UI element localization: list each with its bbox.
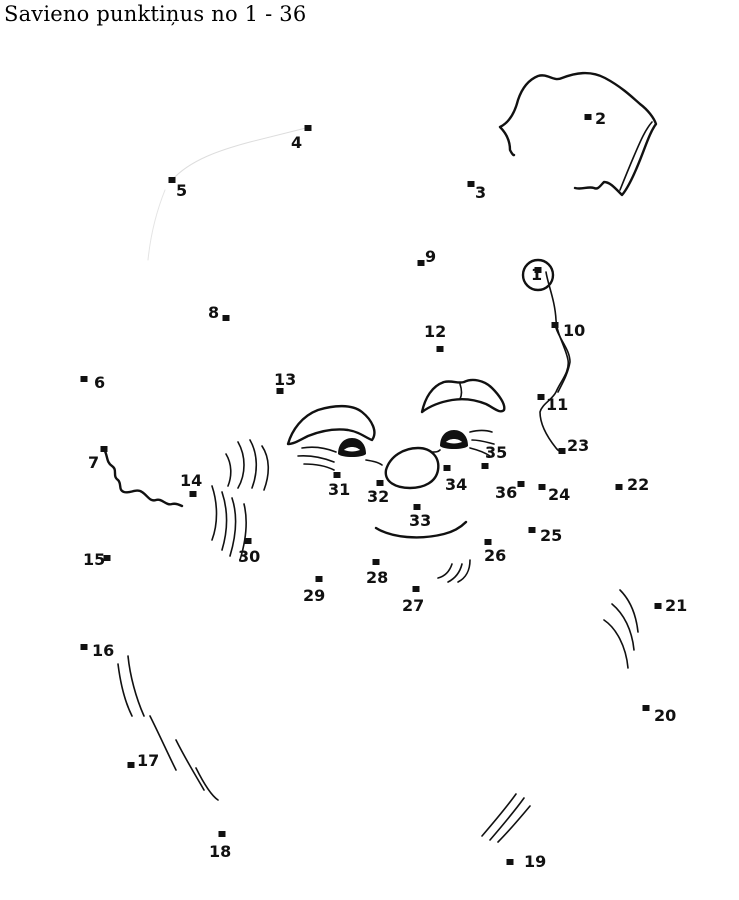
point-24-label: 24 (548, 485, 570, 504)
point-19-label: 19 (524, 852, 546, 871)
right-eyebrow-detail (459, 383, 463, 400)
beard-strokes-lower-left (117, 655, 219, 801)
point-32-dot (376, 480, 384, 486)
point-14-dot (189, 491, 197, 497)
point-32-label: 32 (367, 487, 389, 506)
point-25-label: 25 (540, 526, 562, 545)
numbered-points: 1234567891011121314151617181920212223242… (80, 109, 687, 871)
point-29-label: 29 (303, 586, 325, 605)
point-13-label: 13 (274, 370, 296, 389)
point-5-label: 5 (176, 181, 187, 200)
point-5-dot (168, 177, 176, 183)
point-31-label: 31 (328, 480, 350, 499)
point-24-dot (538, 484, 546, 490)
faint-guide-line-2 (147, 189, 166, 261)
point-8-dot (222, 315, 230, 321)
point-7-dot (100, 446, 108, 452)
point-11-label: 11 (546, 395, 568, 414)
point-14-label: 14 (180, 471, 202, 490)
point-9-label: 9 (425, 247, 436, 266)
point-28-label: 28 (366, 568, 388, 587)
worksheet-title: Savieno punktiņus no 1 - 36 (4, 2, 307, 26)
beard-strokes-left (211, 439, 270, 561)
point-23-dot (558, 448, 566, 454)
left-eye-highlight (344, 447, 360, 452)
point-3-label: 3 (475, 183, 486, 202)
mouth (374, 520, 468, 539)
point-27-dot (412, 586, 420, 592)
point-2-dot (584, 114, 592, 120)
point-30-label: 30 (238, 547, 260, 566)
point-18-dot (218, 831, 226, 837)
point-10-dot (551, 322, 559, 328)
point-15-dot (103, 555, 111, 561)
point-18-label: 18 (209, 842, 231, 861)
point-16-label: 16 (92, 641, 114, 660)
point-21-dot (654, 603, 662, 609)
point-8-label: 8 (208, 303, 219, 322)
beard-strokes-center (437, 559, 471, 583)
point-28-dot (372, 559, 380, 565)
point-4-dot (304, 125, 312, 131)
point-10-label: 10 (563, 321, 585, 340)
point-4-label: 4 (291, 133, 302, 152)
point-1-dot (534, 267, 542, 273)
point-34-dot (443, 465, 451, 471)
point-21-label: 21 (665, 596, 687, 615)
beard-strokes-right (603, 589, 639, 669)
faint-guide-line (171, 127, 307, 181)
point-23-label: 23 (567, 436, 589, 455)
hat-brim-curve-inner (555, 327, 571, 393)
point-19-dot (506, 859, 514, 865)
point-33-label: 33 (409, 511, 431, 530)
point-34-label: 34 (445, 475, 467, 494)
hat-pompom-outline (498, 71, 658, 197)
right-eyebrow (420, 378, 506, 414)
point-35-label: 35 (485, 443, 507, 462)
left-wavy-line (102, 447, 184, 508)
point-6-dot (80, 376, 88, 382)
beard-strokes-lower-right (481, 793, 531, 843)
point-30-dot (244, 538, 252, 544)
point-3-dot (467, 181, 475, 187)
point-1-label: 1 (531, 265, 542, 284)
right-eye-wrinkles (431, 429, 495, 457)
point-12-dot (436, 346, 444, 352)
point-22-dot (615, 484, 623, 490)
point-17-dot (127, 762, 135, 768)
point-11-dot (537, 394, 545, 400)
nose (384, 446, 440, 490)
point-12-label: 12 (424, 322, 446, 341)
point-16-dot (80, 644, 88, 650)
left-eye-wrinkles (297, 446, 383, 471)
left-eyebrow (286, 404, 376, 446)
hat-brim-curve (539, 271, 570, 453)
hat-pompom-inner-line (619, 121, 653, 191)
point-26-label: 26 (484, 546, 506, 565)
point-36-dot (517, 481, 525, 487)
point-36-label: 36 (495, 483, 517, 502)
point-7-label: 7 (88, 453, 99, 472)
point-25-dot (528, 527, 536, 533)
point-20-dot (642, 705, 650, 711)
point-15-label: 15 (83, 550, 105, 569)
point-20-label: 20 (654, 706, 676, 725)
point-9-dot (417, 260, 425, 266)
point-33-dot (413, 504, 421, 510)
point-6-label: 6 (94, 373, 105, 392)
point-31-dot (333, 472, 341, 478)
right-eye-highlight (446, 439, 462, 444)
point-2-label: 2 (595, 109, 606, 128)
point-13-dot (276, 388, 284, 394)
point-26-dot (484, 539, 492, 545)
point-22-label: 22 (627, 475, 649, 494)
point-27-label: 27 (402, 596, 424, 615)
start-point-circle (521, 258, 555, 292)
point-35-dot (481, 463, 489, 469)
point-17-label: 17 (137, 751, 159, 770)
point-29-dot (315, 576, 323, 582)
